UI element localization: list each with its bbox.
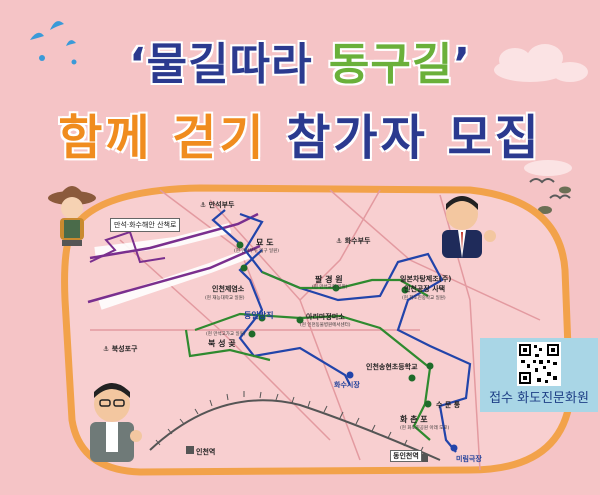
registration-label: 접수 화도진문화원 — [489, 391, 589, 406]
anchor-icon: ⚓ — [200, 201, 207, 209]
place-hyeon-sub: (현 만석고가교 일원) — [206, 332, 246, 337]
place-incheon-jeyeomso: 인천제염소 — [212, 285, 245, 293]
title-segment-highlight: 동구길 — [328, 39, 454, 90]
anchor-icon: ⚓ — [336, 237, 343, 245]
place-buksung-pogu: ⚓ 북성포구 — [103, 345, 138, 353]
place-arirang-sub: (현 인천동물병원에서센터) — [300, 323, 351, 328]
cloud-icon — [494, 44, 588, 176]
place-manseok-budu: ⚓ 만석부두 — [200, 201, 235, 209]
dongincheon-station-marker — [420, 454, 428, 462]
splash-icon — [30, 21, 77, 65]
title-segment: ’ — [453, 39, 472, 91]
place-incheon-station: 인천역 — [196, 448, 216, 456]
place-pal-gyeong-won: 팔 경 원 — [315, 275, 343, 284]
place-incheon-factory-house: 인천공장 사택 — [404, 285, 446, 293]
stop-markers — [236, 241, 434, 408]
place-dongil-bangjik: 동일방직 — [244, 311, 274, 320]
place-hwasu-market: 화수시장 — [334, 381, 360, 389]
place-incheon-jeyeomso-sub: (현 재능대학교 일원) — [205, 296, 245, 301]
place-hwasu-budu: ⚓ 화수부두 — [336, 237, 371, 245]
place-ilbon-factory: 일본차탕제조(주) — [400, 275, 452, 283]
registration-box: 접수 화도진문화원 — [480, 338, 598, 412]
purple-trail — [87, 212, 261, 304]
poster-title-line2: 함께 걷기 참가자 모집 — [0, 98, 600, 168]
character-illustration-bottom — [90, 383, 142, 462]
character-illustration-right — [442, 196, 496, 258]
place-myodo: 묘 도 — [256, 238, 274, 247]
blue-route — [238, 212, 472, 453]
place-ilbon-factory-sub: (현 화도진중학교 일원) — [402, 296, 446, 301]
title-segment: 함께 걷기 — [58, 110, 287, 166]
place-incheon-songhyeon-school: 인천송현초등학교 — [366, 363, 418, 371]
title-segment: ‘물길따라 — [128, 39, 329, 91]
qr-code — [517, 342, 561, 386]
place-mirim-theater: 미림극장 — [456, 455, 482, 463]
poster-title-line1: ‘물길따라 동구길’ — [0, 28, 600, 92]
incheon-station-marker — [186, 446, 194, 454]
place-hwachonpo-sub: (현 화도진공원 아래 도로) — [400, 426, 450, 431]
railway — [149, 399, 441, 461]
place-buksunggot: 북 성 곶 — [208, 339, 236, 348]
title-segment-highlight: 참가자 모집 — [286, 110, 542, 167]
place-myodo-sub: (현 만석부두 입구 일원) — [234, 249, 280, 254]
place-sumun-tong: 수 문 통 — [436, 401, 461, 409]
seagull-icon — [529, 178, 571, 200]
place-pal-gyeong-won-sub: (현 만석교회 일원) — [312, 285, 348, 290]
anchor-icon: ⚓ — [103, 345, 110, 353]
character-illustration-top — [48, 186, 96, 246]
place-manseok-hwasu-trail: 만석·화수해안 산책로 — [110, 218, 181, 232]
place-arirang-jeongmiso: 아리마정미소 — [306, 313, 345, 321]
place-hwachonpo: 화 촌 포 — [400, 415, 428, 424]
place-dongincheon-station: 동인천역 — [390, 450, 422, 462]
